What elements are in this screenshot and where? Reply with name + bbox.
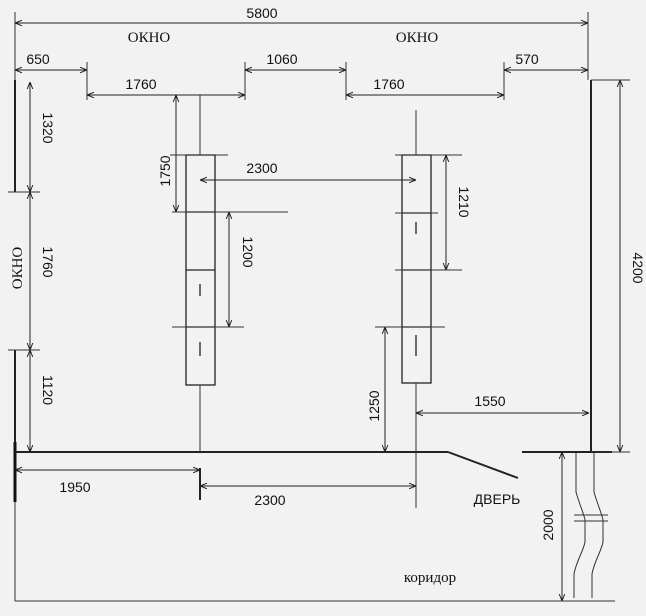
dim-top-left-wall: 650 [26,51,50,67]
dim-left-wall-bottom: 1120 [40,375,56,405]
corridor-break-line-b [591,453,604,598]
dim-corridor-depth: 2000 [540,509,556,540]
door-label: ДВЕРЬ [474,491,521,507]
dim-desk-right-bottom: 1250 [366,390,382,421]
window-label-top-right: ОКНО [396,30,439,46]
extension-lines [8,12,630,453]
window-label-left: ОКНО [10,247,26,290]
dim-left-wall-top: 1320 [40,112,56,143]
door-leaf [447,451,519,479]
labels: ОКНО ОКНО ОКНО ДВЕРЬ коридор [10,30,520,586]
dim-desk-right-section: 1210 [456,186,472,217]
dimension-values: 5800 650 1760 1060 1760 570 1320 1760 11… [26,5,646,541]
dim-bottom-desk-spacing: 2300 [254,492,285,508]
dim-top-middle-wall: 1060 [266,51,297,67]
dim-window-right: 1760 [373,76,404,92]
dim-window-left: 1760 [125,76,156,92]
walls [13,80,615,602]
corridor-break-line-a [573,453,586,598]
window-label-top-left: ОКНО [128,30,171,46]
desks [185,95,432,508]
dim-desk-left-offset: 1750 [157,155,173,186]
corridor-label: коридор [404,570,456,586]
dim-bottom-left-offset: 1950 [59,479,90,495]
dim-desk-left-section: 1200 [240,236,256,267]
dim-room-depth: 4200 [630,252,646,283]
dim-desk-spacing: 2300 [246,160,277,176]
dimension-lines [15,23,620,601]
dim-top-right-wall: 570 [515,51,539,67]
dim-desk-right-to-wall: 1550 [474,393,505,409]
dim-total-width: 5800 [246,5,277,21]
dim-left-window: 1760 [40,246,56,277]
